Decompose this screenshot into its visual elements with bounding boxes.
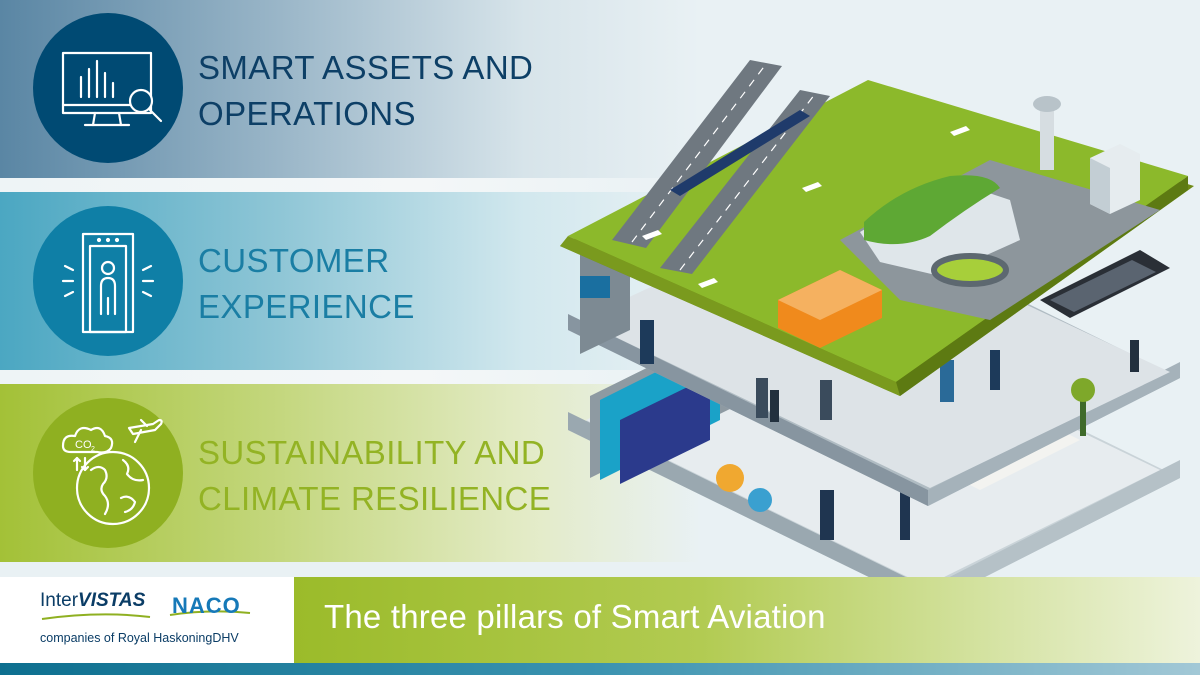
logo-subtitle: companies of Royal HaskoningDHV	[40, 631, 239, 645]
intervistas-logo: InterVISTAS	[40, 590, 145, 612]
aircraft	[698, 278, 718, 288]
naco-logo: NACO	[172, 593, 241, 618]
pillar-title-line: SMART ASSETS AND	[198, 49, 534, 86]
bottom-accent-strip	[0, 663, 1200, 675]
monitor-analytics-icon	[33, 13, 183, 163]
slide-caption: The three pillars of Smart Aviation	[324, 598, 826, 635]
band-separator	[0, 370, 700, 384]
pillar-title-smart-assets: SMART ASSETS AND OPERATIONS	[198, 45, 533, 137]
solar-panels	[670, 110, 810, 196]
green-roof	[864, 175, 1000, 245]
pillar-title-line: EXPERIENCE	[198, 288, 415, 325]
pillar-title-line: CUSTOMER	[198, 242, 390, 279]
caption-bar: The three pillars of Smart Aviation	[294, 577, 1200, 663]
security-scanner-icon	[33, 206, 183, 356]
aircraft	[642, 230, 662, 240]
band-separator	[0, 178, 700, 192]
gate-barrier	[940, 360, 954, 402]
passenger	[1130, 340, 1139, 372]
aircraft	[950, 126, 970, 136]
logo-swoosh-icon	[41, 610, 251, 620]
info-kiosk	[900, 490, 910, 540]
pillar-title-customer-experience: CUSTOMER EXPERIENCE	[198, 238, 415, 330]
runway-centerline	[631, 63, 767, 243]
control-tower	[1040, 110, 1054, 170]
roundabout	[931, 253, 1009, 287]
passenger	[770, 390, 779, 422]
aircraft	[802, 182, 822, 192]
checkin-kiosk	[820, 380, 832, 420]
control-tower-cab	[1033, 96, 1061, 112]
globe-co2-plane-icon: CO 2	[33, 398, 183, 548]
svg-text:CO: CO	[75, 439, 92, 451]
departure-screen	[580, 276, 610, 298]
pillar-title-line: CLIMATE RESILIENCE	[198, 480, 552, 517]
runway	[612, 60, 782, 248]
lounge-floor	[620, 376, 710, 484]
middle-floor-edge	[928, 362, 1180, 506]
lower-floor-edge	[928, 460, 1180, 600]
office-building-side	[1090, 158, 1110, 214]
shop-display	[716, 464, 744, 492]
shop-display	[748, 488, 772, 512]
pillar-title-line: SUSTAINABILITY AND	[198, 434, 546, 471]
svg-text:2: 2	[91, 446, 95, 453]
info-kiosk	[820, 490, 834, 540]
pillar-title-line: OPERATIONS	[198, 95, 416, 132]
airport-illustration	[560, 60, 1194, 600]
baggage-belt	[1050, 260, 1156, 312]
runway	[660, 90, 830, 274]
logo-text: Inter	[40, 590, 79, 611]
logo-panel: InterVISTAS NACO companies of Royal Hask…	[0, 577, 294, 663]
passenger	[640, 320, 654, 364]
plant	[1080, 396, 1086, 436]
checkin-kiosk	[756, 378, 768, 418]
plant	[1071, 378, 1095, 402]
pillar-title-sustainability: SUSTAINABILITY AND CLIMATE RESILIENCE	[198, 430, 551, 522]
middle-floor-edge	[568, 314, 928, 506]
cargo-roof	[778, 270, 882, 320]
airfield-edge	[560, 236, 900, 396]
gate-barrier	[990, 350, 1000, 390]
logo-text: VISTAS	[78, 590, 146, 611]
